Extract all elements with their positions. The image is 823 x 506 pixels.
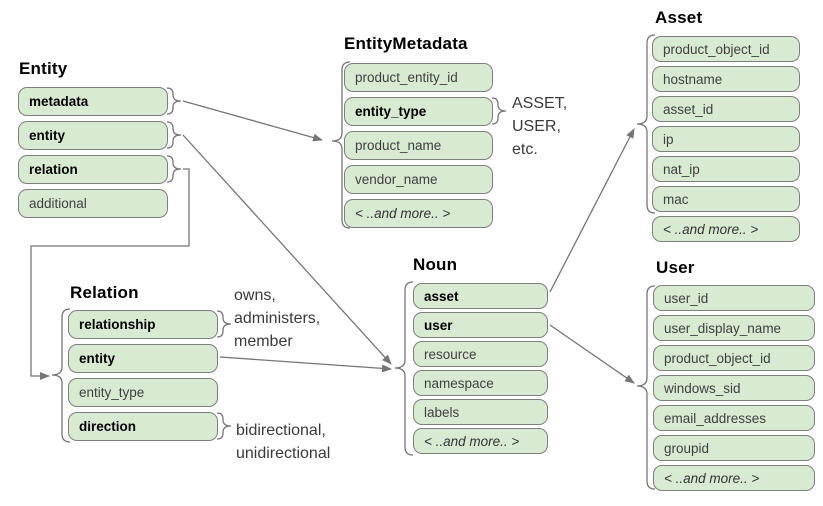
field-asset-mac: mac: [652, 186, 800, 212]
entity-box: metadata entity relation additional: [18, 87, 168, 218]
annotation-direction-values: bidirectional, unidirectional: [236, 419, 330, 465]
field-noun-user: user: [413, 312, 548, 338]
annotation-line: bidirectional,: [236, 422, 326, 439]
field-product-name: product_name: [344, 131, 493, 160]
annotation-line: unidirectional: [236, 445, 331, 462]
entitymetadata-box: product_entity_id entity_type product_na…: [344, 63, 493, 228]
annotation-line: USER,: [512, 118, 561, 135]
field-user-groupid: groupid: [653, 435, 815, 461]
relation-box: relationship entity entity_type directio…: [68, 310, 218, 441]
brace-left-noun: [394, 281, 414, 456]
annotation-line: etc.: [512, 141, 538, 158]
annotation-line: member: [234, 333, 293, 350]
arrow-noun-user-to-user: [549, 324, 635, 384]
annotation-line: owns,: [234, 287, 276, 304]
brace-right-entity-relation-field: [166, 155, 182, 183]
field-vendor-name: vendor_name: [344, 165, 493, 194]
field-user-windows-sid: windows_sid: [653, 375, 815, 401]
field-asset-and-more: < ..and more.. >: [652, 216, 800, 242]
arrow-metadata-to-entitymetadata: [182, 100, 323, 142]
field-asset-ip: ip: [652, 126, 800, 152]
user-box: user_id user_display_name product_object…: [653, 285, 815, 491]
field-noun-asset: asset: [413, 283, 548, 309]
field-entity-relation: relation: [18, 155, 168, 184]
field-user-user-id: user_id: [653, 285, 815, 311]
field-user-display-name: user_display_name: [653, 315, 815, 341]
field-relation-entity-type: entity_type: [68, 378, 218, 407]
relation-box-title: Relation: [70, 283, 139, 302]
field-entitymetadata-and-more: < ..and more.. >: [344, 199, 493, 228]
field-noun-and-more: < ..and more.. >: [413, 428, 548, 454]
field-asset-product-object-id: product_object_id: [652, 36, 800, 62]
field-entity-metadata: metadata: [18, 87, 168, 116]
annotation-line: ASSET,: [512, 95, 568, 112]
brace-right-entity-metadata-field: [166, 87, 182, 115]
field-user-product-object-id: product_object_id: [653, 345, 815, 371]
asset-box-title: Asset: [655, 8, 703, 27]
noun-box-title: Noun: [413, 255, 458, 274]
entity-box-title: Entity: [19, 59, 68, 78]
field-entity-additional: additional: [18, 189, 168, 218]
arrow-relation-entity-to-noun: [219, 356, 392, 373]
asset-box: product_object_id hostname asset_id ip n…: [652, 36, 800, 242]
brace-right-relationship-field: [216, 310, 232, 338]
field-entity-entity: entity: [18, 121, 168, 150]
field-noun-resource: resource: [413, 341, 548, 367]
field-direction: direction: [68, 412, 218, 441]
field-entity-type: entity_type: [344, 97, 493, 126]
annotation-line: administers,: [234, 310, 321, 327]
user-box-title: User: [656, 258, 695, 277]
annotation-relationship-values: owns, administers, member: [234, 284, 320, 353]
field-noun-namespace: namespace: [413, 370, 548, 396]
field-noun-labels: labels: [413, 399, 548, 425]
brace-right-entitytype-field: [491, 97, 507, 125]
annotation-entity-type-values: ASSET, USER, etc.: [512, 92, 567, 161]
field-user-email-addresses: email_addresses: [653, 405, 815, 431]
field-relation-entity: entity: [68, 344, 218, 373]
noun-box: asset user resource namespace labels < .…: [413, 283, 548, 454]
field-asset-nat-ip: nat_ip: [652, 156, 800, 182]
field-relationship: relationship: [68, 310, 218, 339]
brace-right-entity-entity-field: [166, 121, 182, 149]
entitymetadata-box-title: EntityMetadata: [344, 34, 468, 53]
field-product-entity-id: product_entity_id: [344, 63, 493, 92]
field-asset-asset-id: asset_id: [652, 96, 800, 122]
brace-right-direction-field: [216, 412, 232, 440]
field-user-and-more: < ..and more.. >: [653, 465, 815, 491]
field-asset-hostname: hostname: [652, 66, 800, 92]
